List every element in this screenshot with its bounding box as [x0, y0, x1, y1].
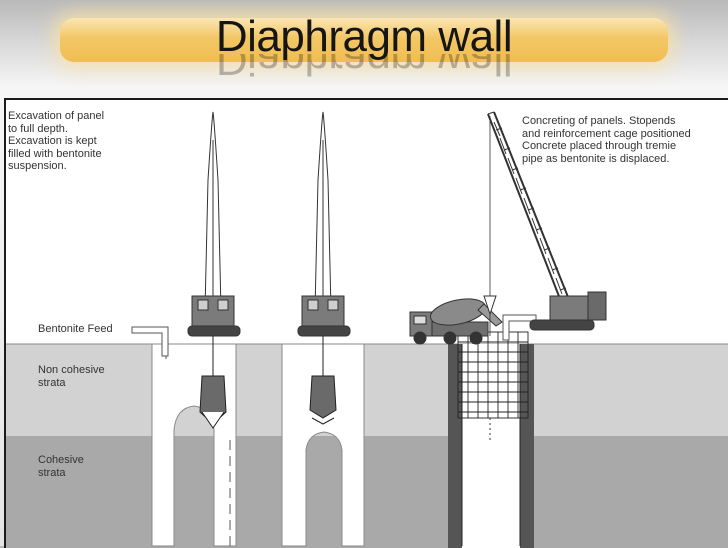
diaphragm-wall-diagram: Excavation of panel to full depth. Excav…: [4, 98, 728, 548]
slide-title-reflection: Diaphragm wall: [215, 54, 513, 84]
non-cohesive-strata-layer: [6, 344, 728, 436]
label-cohesive-strata: Cohesive strata: [38, 454, 84, 479]
crane-icon: [483, 111, 607, 336]
excavator-rig-icon: [187, 111, 241, 376]
cohesive-strata-layer: [6, 436, 728, 548]
note-concreting: Concreting of panels. Stopends and reinf…: [522, 115, 691, 165]
bentonite-feed-pipe: [131, 326, 169, 357]
title-band: [60, 18, 668, 62]
tremie-feed-pipe: [502, 314, 537, 341]
label-bentonite-feed: Bentonite Feed: [38, 323, 113, 335]
note-excavation: Excavation of panel to full depth. Excav…: [8, 110, 105, 172]
concrete-mixer-truck-icon: [409, 298, 503, 345]
slide-title: Diaphragm wall: [215, 12, 513, 61]
label-non-cohesive-strata: Non cohesive strata: [38, 364, 105, 389]
diagram-canvas: [6, 111, 728, 548]
clamshell-grab-icon: [199, 375, 227, 429]
concreted-panel: [448, 344, 534, 548]
clamshell-grab-icon: [309, 375, 337, 425]
excavator-rig-icon: [297, 111, 351, 376]
reinforcement-cage-icon: [457, 331, 529, 440]
trench-excavation-2: [281, 343, 365, 547]
